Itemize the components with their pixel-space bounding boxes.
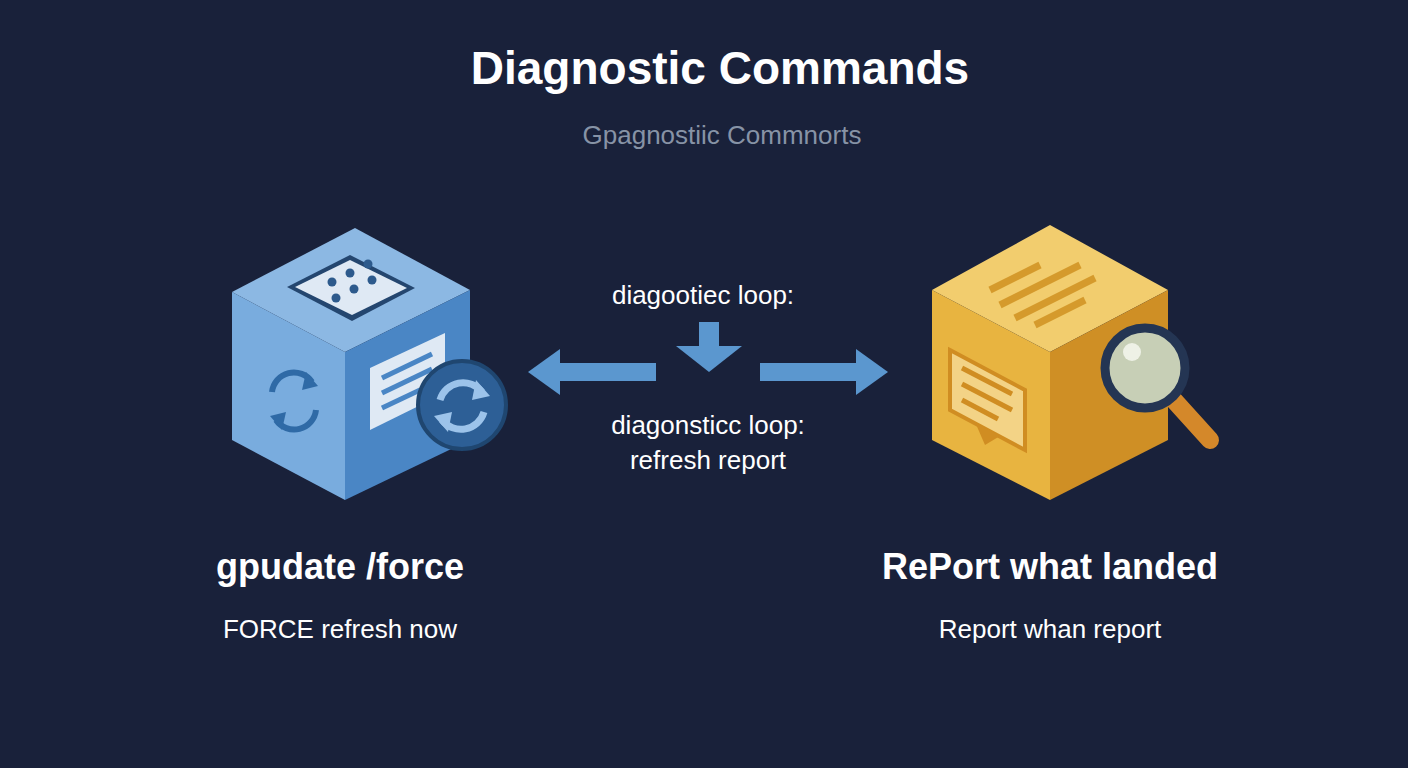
down-arrow bbox=[676, 322, 742, 372]
command-heading: gpudate /force bbox=[136, 545, 544, 589]
loop-label: diagootiec loop: bbox=[503, 278, 903, 312]
flow-arrow bbox=[560, 363, 856, 381]
blue-cube bbox=[232, 228, 506, 500]
command-caption: Report whan report bbox=[839, 612, 1261, 646]
yellow-cube bbox=[932, 225, 1210, 500]
command-heading: RePort what landed bbox=[839, 545, 1261, 589]
diagram-title: Diagnostic Commands bbox=[220, 40, 1220, 96]
command-caption: FORCE refresh now bbox=[136, 612, 544, 646]
edge-label: diagonsticc loop: refresh report bbox=[573, 408, 843, 478]
subtitle-text: Gpagnostiic Commnorts bbox=[372, 118, 1072, 152]
command-node: RePort what landedReport whan report bbox=[888, 220, 1230, 660]
command-node: gpudate /forceFORCE refresh now bbox=[200, 220, 528, 660]
